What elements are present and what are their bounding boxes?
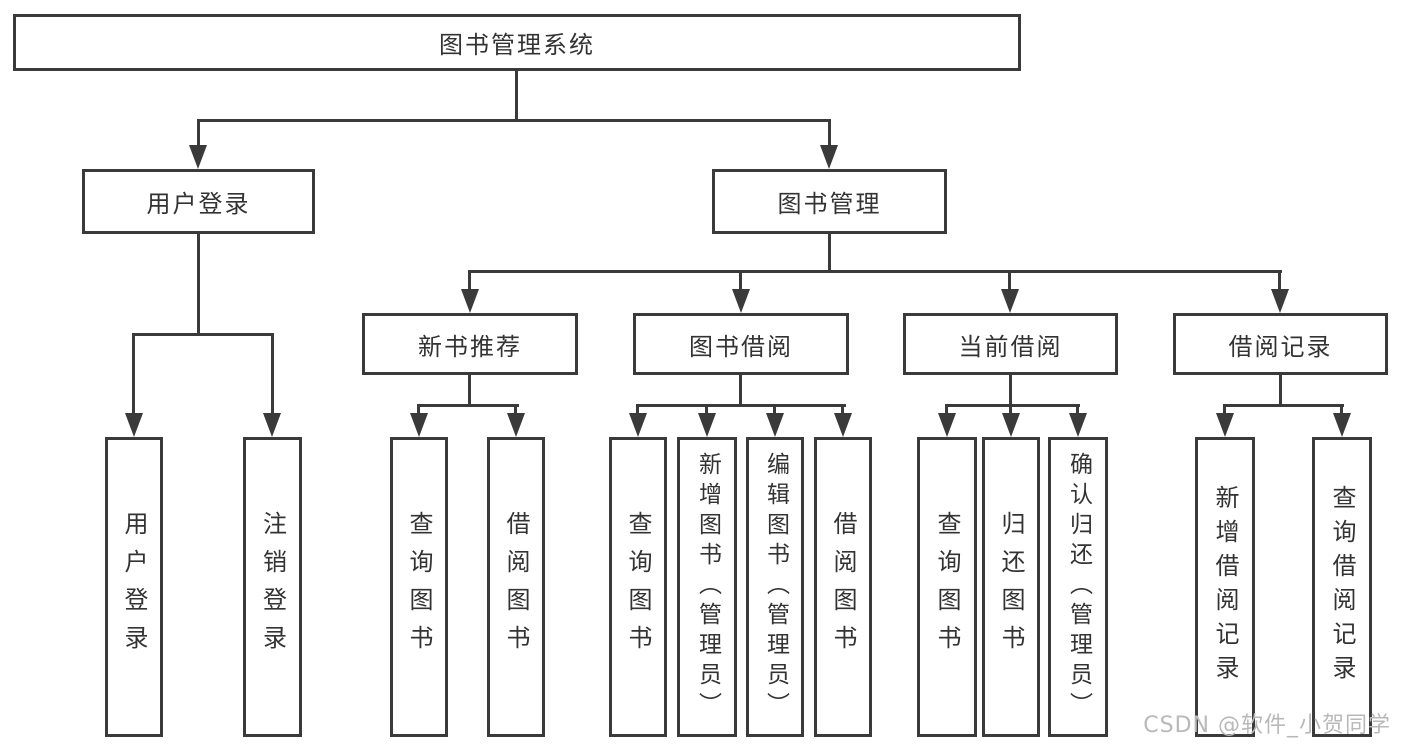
connector-cb-confirm-stem (1076, 404, 1079, 416)
csdn-watermark: CSDN @软件_小贺同学 (1143, 713, 1391, 738)
arrow-to-bb-borrow (834, 413, 852, 437)
leaf-br-add-record: 新增借阅记录 (1195, 437, 1255, 737)
leaf-rec-borrow-books: 借阅图书 (487, 437, 545, 737)
connector-leaf-logout-stem (271, 333, 274, 416)
leaf-br-query-record-label: 查询借阅记录 (1328, 485, 1356, 689)
leaf-user-login-label: 用户登录 (120, 511, 148, 663)
leaf-rec-query-books: 查询图书 (390, 437, 448, 737)
leaf-br-add-record-label: 新增借阅记录 (1211, 485, 1239, 689)
connector-bb-edit-stem (773, 404, 776, 416)
connector-br-query-stem (1340, 404, 1343, 416)
leaf-bb-add-books-admin-label: 新增图书（管理员） (694, 452, 721, 722)
arrow-to-new-book-rec (461, 289, 479, 313)
arrow-to-borrow-records (1271, 289, 1289, 313)
arrow-to-user-login (189, 145, 207, 169)
leaf-br-query-record: 查询借阅记录 (1312, 437, 1372, 737)
connector-bb-add-stem (705, 404, 708, 416)
connector-book-mgmt-down (828, 232, 831, 273)
node-new-book-recommendation: 新书推荐 (362, 313, 578, 375)
connector-rec-query-stem (417, 404, 420, 416)
arrow-to-br-add (1216, 413, 1234, 437)
arrow-to-leaf-logout (263, 413, 281, 437)
arrow-to-current-borrow (1001, 289, 1019, 313)
connector-bb-borrow-stem (841, 404, 844, 416)
leaf-logout: 注销登录 (243, 437, 302, 737)
connector-root-split (197, 119, 831, 122)
arrow-to-book-borrow (732, 289, 750, 313)
node-user-login: 用户登录 (82, 169, 315, 234)
leaf-user-login: 用户登录 (105, 437, 163, 737)
leaf-cb-return-books: 归还图书 (982, 437, 1040, 737)
connector-user-login-stem (197, 119, 200, 149)
connector-new-book-split (417, 404, 519, 407)
leaf-bb-query-books: 查询图书 (609, 437, 667, 737)
connector-book-borrow-split (636, 404, 846, 407)
leaf-logout-label: 注销登录 (258, 511, 287, 663)
leaf-bb-borrow-books: 借阅图书 (814, 437, 872, 737)
connector-new-book-down (468, 373, 471, 407)
leaf-bb-edit-books-admin: 编辑图书（管理员） (746, 437, 804, 737)
leaf-bb-add-books-admin: 新增图书（管理员） (677, 437, 737, 737)
leaf-rec-query-books-label: 查询图书 (405, 511, 433, 663)
leaf-cb-query-books-label: 查询图书 (933, 511, 961, 663)
connector-book-borrow-down (739, 373, 742, 407)
connector-borrow-records-split (1223, 404, 1344, 407)
arrow-to-bb-edit (766, 413, 784, 437)
node-book-management: 图书管理 (712, 169, 947, 234)
connector-rec-borrow-stem (514, 404, 517, 416)
connector-cb-query-stem (945, 404, 948, 416)
arrow-to-book-mgmt (820, 145, 838, 169)
leaf-cb-return-books-label: 归还图书 (997, 511, 1025, 663)
connector-borrow-records-down (1279, 373, 1282, 407)
node-borrowing-records: 借阅记录 (1173, 313, 1388, 375)
node-library-management-system: 图书管理系统 (13, 14, 1021, 71)
connector-current-borrow-stem (1008, 270, 1011, 292)
arrow-to-leaf-user-login (125, 413, 143, 437)
node-current-borrowing: 当前借阅 (903, 313, 1118, 375)
connector-bb-query-stem (636, 404, 639, 416)
arrow-to-cb-confirm (1069, 413, 1087, 437)
leaf-cb-query-books: 查询图书 (917, 437, 977, 737)
leaf-bb-query-books-label: 查询图书 (624, 511, 652, 663)
connector-user-login-split (132, 333, 273, 336)
connector-leaf-user-login-stem (132, 333, 135, 416)
arrow-to-bb-query (629, 413, 647, 437)
arrow-to-cb-query (938, 413, 956, 437)
connector-current-borrow-split (945, 404, 1080, 407)
connector-book-mgmt-split (468, 270, 1282, 273)
leaf-cb-confirm-return-admin: 确认归还（管理员） (1048, 437, 1108, 737)
arrow-to-rec-borrow (507, 413, 525, 437)
arrow-to-bb-add (698, 413, 716, 437)
connector-user-login-down (197, 232, 200, 335)
connector-br-add-stem (1223, 404, 1226, 416)
node-book-borrowing: 图书借阅 (633, 313, 849, 375)
leaf-rec-borrow-books-label: 借阅图书 (502, 511, 530, 663)
connector-root-stem (515, 69, 518, 121)
leaf-bb-borrow-books-label: 借阅图书 (829, 511, 857, 663)
connector-borrow-records-stem (1278, 270, 1281, 292)
arrow-to-br-query (1333, 413, 1351, 437)
connector-book-borrow-stem (739, 270, 742, 292)
connector-book-mgmt-stem (828, 119, 831, 149)
arrow-to-cb-return (1002, 413, 1020, 437)
leaf-bb-edit-books-admin-label: 编辑图书（管理员） (762, 452, 789, 722)
leaf-cb-confirm-return-admin-label: 确认归还（管理员） (1065, 452, 1092, 722)
connector-cb-return-stem (1009, 404, 1012, 416)
connector-current-borrow-down (1009, 373, 1012, 407)
arrow-to-rec-query (410, 413, 428, 437)
connector-new-book-stem (468, 270, 471, 292)
